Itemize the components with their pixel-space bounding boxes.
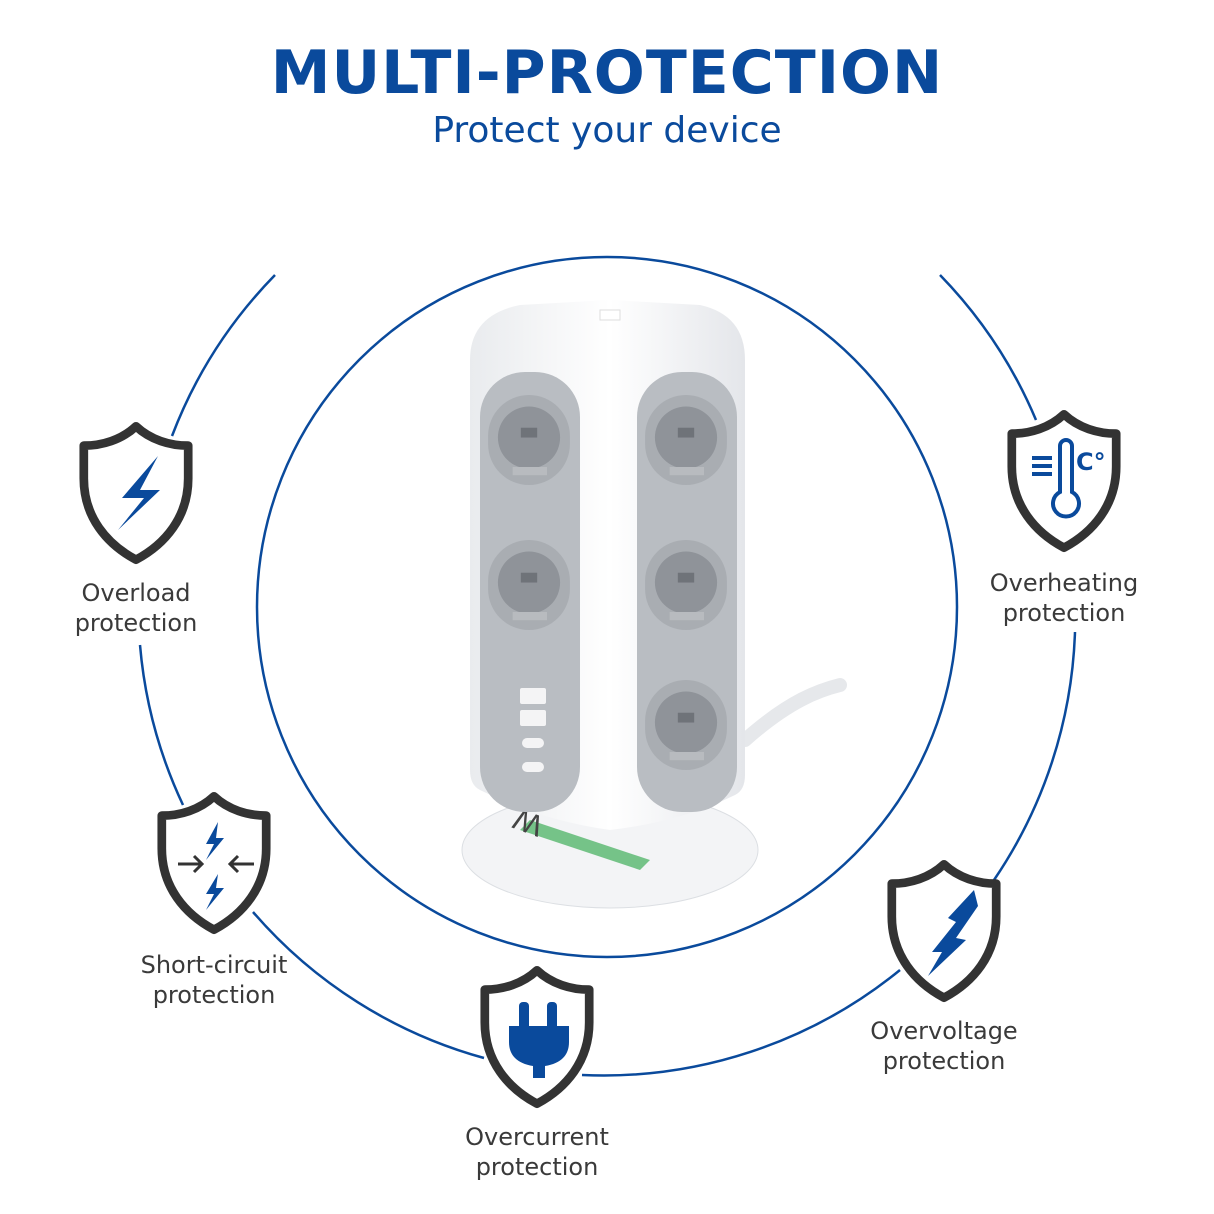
inner-ring xyxy=(255,255,959,959)
power-tower-image: W xyxy=(461,300,847,909)
outer-ring xyxy=(138,274,1077,1077)
label-line: Overcurrent xyxy=(465,1123,609,1151)
label-line: protection xyxy=(882,1047,1006,1075)
label-line: Overheating xyxy=(989,569,1139,597)
short-circuit-shield-icon xyxy=(162,796,266,929)
page-title: MULTI-PROTECTION xyxy=(270,38,944,108)
label-line: protection xyxy=(74,609,198,637)
voltage-bolt-shield-icon xyxy=(892,864,996,997)
label-line: protection xyxy=(152,981,276,1009)
lightning-shield-icon xyxy=(84,426,188,559)
label-line: Short-circuit xyxy=(140,951,288,979)
label-line: Overload xyxy=(81,579,191,607)
page-subtitle: Protect your device xyxy=(432,110,782,151)
label-line: protection xyxy=(475,1153,599,1181)
label-line: Overvoltage xyxy=(870,1017,1018,1045)
plug-shield-icon xyxy=(485,970,589,1103)
thermometer-shield-icon: C° xyxy=(1012,414,1116,547)
label-line: protection xyxy=(1002,599,1126,627)
svg-text:C°: C° xyxy=(1076,448,1106,476)
